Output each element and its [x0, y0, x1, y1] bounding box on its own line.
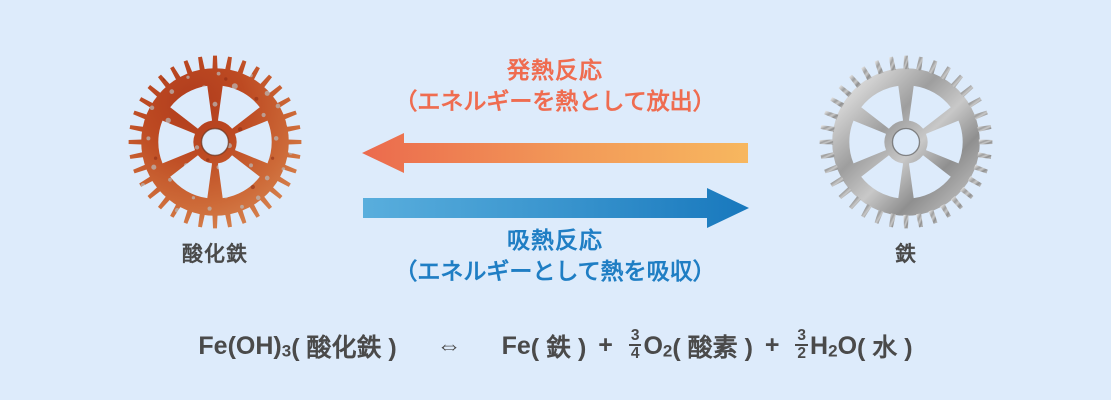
rusted-gear-hub-hole [201, 128, 229, 156]
chemical-equation: Fe(OH)3( 酸化鉄 ) ⇔ Fe( 鉄 ) + 3 4 O2( 酸素 ) … [0, 328, 1111, 364]
endothermic-title: 吸熱反応 [507, 227, 603, 253]
eq-product3-subscript: 2 [828, 341, 838, 361]
steel-gear-spoke-cutouts [849, 85, 963, 199]
eq-product1-formula: Fe [501, 331, 531, 360]
eq-reactant-subscript: 3 [281, 341, 292, 361]
rusted-gear-caption: 酸化鉄 [182, 243, 248, 266]
eq-plus-2: + [764, 330, 780, 359]
eq-reactant-name: ( 酸化鉄 ) [291, 334, 397, 362]
steel-gear-icon [819, 55, 993, 229]
eq-product2-subscript: 2 [662, 341, 673, 361]
endothermic-label-group: 吸熱反応 （エネルギーとして熱を吸収） [345, 226, 765, 285]
eq-product3-formula-o: O [837, 331, 858, 360]
eq-product1-name: ( 鉄 ) [530, 334, 587, 362]
eq-equilibrium-symbol: ⇔ [436, 331, 462, 360]
eq-product2-formula: O [643, 331, 663, 360]
steel-gear-hub-hole [892, 128, 920, 156]
eq-coef3-denominator: 2 [795, 344, 809, 362]
eq-product2-name: ( 酸素 ) [672, 334, 753, 362]
eq-reactant-formula: Fe(OH) [198, 331, 282, 360]
rusted-gear-hub-ring [200, 127, 230, 157]
steel-gear-caption: 鉄 [895, 243, 917, 266]
endothermic-arrow [363, 188, 749, 228]
eq-coef3-numerator: 3 [797, 327, 807, 345]
exothermic-subtitle: （エネルギーを熱として放出） [394, 88, 716, 115]
endothermic-subtitle: （エネルギーとして熱を吸収） [394, 258, 716, 285]
steel-gear-hub-ring [891, 127, 921, 157]
eq-coefficient-three-quarters: 3 4 [628, 327, 642, 362]
exothermic-label-group: 発熱反応 （エネルギーを熱として放出） [345, 56, 765, 115]
eq-product3-name: ( 水 ) [857, 334, 913, 362]
eq-product3-formula-h: H [810, 331, 829, 360]
rusted-gear-spoke-cutouts [158, 85, 272, 199]
eq-plus-1: + [598, 330, 613, 359]
rusted-gear-icon [128, 55, 302, 229]
rusted-gear-block: 酸化鉄 [115, 52, 315, 268]
eq-coef2-numerator: 3 [630, 327, 640, 345]
exothermic-arrow [362, 133, 748, 173]
eq-coef2-denominator: 4 [628, 344, 642, 362]
steel-gear-block: 鉄 [806, 52, 1006, 268]
eq-coefficient-three-halves: 3 2 [795, 327, 809, 362]
exothermic-title: 発熱反応 [507, 57, 603, 83]
